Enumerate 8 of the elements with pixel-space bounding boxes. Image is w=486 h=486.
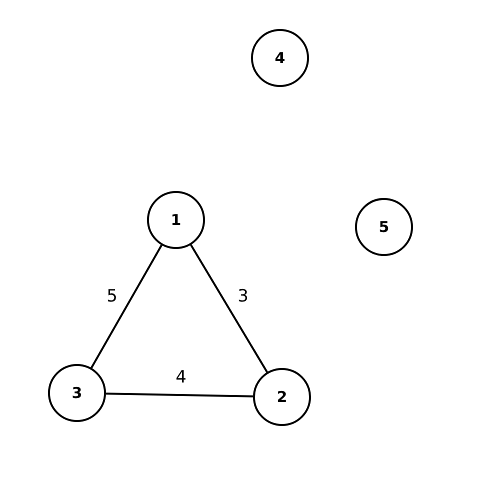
connector-line xyxy=(190,244,268,373)
connector-line xyxy=(90,244,162,368)
node-number: 1 xyxy=(170,212,182,228)
node-number: 5 xyxy=(378,220,390,234)
node-number: 4 xyxy=(274,50,286,66)
connector-line xyxy=(106,392,254,398)
node-number: 2 xyxy=(276,390,288,404)
node-number: 3 xyxy=(72,386,82,400)
